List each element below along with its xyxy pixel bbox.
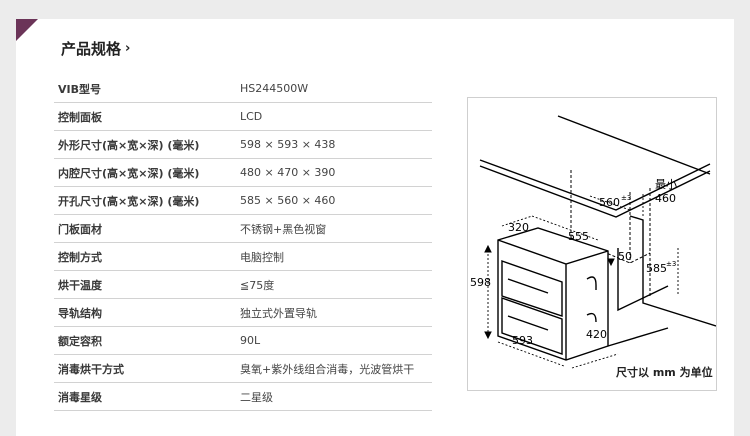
section-title-text: 产品规格 (61, 40, 122, 58)
spec-label: 消毒星级 (54, 382, 236, 411)
spec-value: 臭氧+紫外线组合消毒，光波管烘干 (236, 354, 432, 383)
spec-value: 不锈钢+黑色视窗 (236, 214, 432, 243)
spec-label: 门板面材 (54, 214, 236, 243)
dim-560-tolerance: ±3 (621, 194, 631, 202)
spec-label: 控制面板 (54, 102, 236, 131)
unit-note: 尺寸以 mm 为单位 (616, 366, 713, 379)
spec-value: LCD (236, 102, 432, 131)
spec-row: 烘干温度≦75度 (54, 270, 432, 299)
spec-value: 90L (236, 326, 432, 355)
spec-row: 外形尺寸(高×宽×深) (毫米)598 × 593 × 438 (54, 130, 432, 159)
dim-50: 50 (618, 250, 632, 263)
spec-label: 开孔尺寸(高×宽×深) (毫米) (54, 186, 236, 215)
spec-row: 消毒烘干方式臭氧+紫外线组合消毒，光波管烘干 (54, 354, 432, 383)
spec-value: 电脑控制 (236, 242, 432, 271)
spec-row: 开孔尺寸(高×宽×深) (毫米)585 × 560 × 460 (54, 186, 432, 215)
spec-row: 门板面材不锈钢+黑色视窗 (54, 214, 432, 243)
dim-555: 555 (568, 230, 589, 243)
spec-row: 消毒星级二星级 (54, 382, 432, 411)
spec-value: 二星级 (236, 382, 432, 411)
spec-label: 控制方式 (54, 242, 236, 271)
dim-460: 460 (655, 192, 676, 205)
dim-420: 420 (586, 328, 607, 341)
dim-560: 560 (599, 196, 620, 209)
spec-label: 内腔尺寸(高×宽×深) (毫米) (54, 158, 236, 187)
chevron-right-icon: › (125, 41, 131, 56)
spec-label: 额定容积 (54, 326, 236, 355)
dim-320: 320 (508, 221, 529, 234)
spec-value: ≦75度 (236, 270, 432, 299)
spec-label: 消毒烘干方式 (54, 354, 236, 383)
spec-row: 导轨结构独立式外置导轨 (54, 298, 432, 327)
spec-row: 控制方式电脑控制 (54, 242, 432, 271)
dim-598: 598 (470, 276, 491, 289)
section-title: 产品规格 › (61, 38, 130, 59)
spec-row: 内腔尺寸(高×宽×深) (毫米)480 × 470 × 390 (54, 158, 432, 187)
spec-label: VIB型号 (54, 75, 236, 103)
spec-value: 独立式外置导轨 (236, 298, 432, 327)
spec-value: 480 × 470 × 390 (236, 158, 432, 187)
corner-accent (16, 19, 38, 41)
spec-value: 598 × 593 × 438 (236, 130, 432, 159)
dim-min-label: 最小 (655, 178, 677, 191)
spec-label: 外形尺寸(高×宽×深) (毫米) (54, 130, 236, 159)
installation-diagram: 560 ±3 最小 460 320 555 50 585 ±3 598 593 … (467, 97, 717, 391)
spec-label: 导轨结构 (54, 298, 236, 327)
spec-label: 烘干温度 (54, 270, 236, 299)
cabinet-drawing: 560 ±3 最小 460 320 555 50 585 ±3 598 593 … (470, 115, 716, 369)
spec-value: HS244500W (236, 75, 432, 103)
dim-585-tolerance: ±3 (666, 260, 676, 268)
dim-593: 593 (512, 334, 533, 347)
dim-585: 585 (646, 262, 667, 275)
spec-value: 585 × 560 × 460 (236, 186, 432, 215)
